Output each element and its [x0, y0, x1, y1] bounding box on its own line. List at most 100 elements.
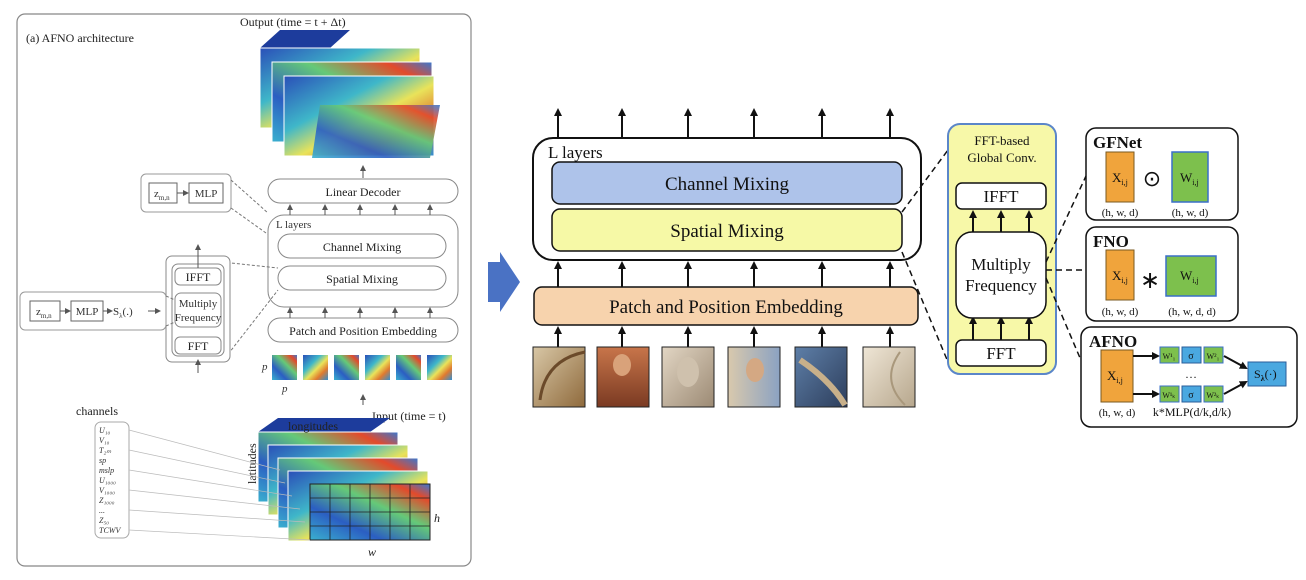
fft-panel-multiply-box: [955, 231, 1047, 319]
fno-title: FNO: [1093, 232, 1129, 251]
channel-item: mslp: [99, 466, 114, 475]
gfnet-w-dims: (h, w, d): [1172, 207, 1209, 219]
w-label: w: [368, 545, 376, 559]
fno-x-label: Xi,j: [1112, 268, 1128, 285]
channel-item: Z₅₀: [99, 516, 109, 525]
fno-w-dims: (h, w, d, d): [1168, 306, 1216, 318]
left-fft-label: FFT: [188, 339, 209, 353]
channel-mixing-label: Channel Mixing: [323, 240, 401, 254]
afno-mlp-label: k*MLP(d/k,d/k): [1153, 405, 1231, 419]
channel-item: TCWV: [99, 526, 121, 535]
h-label: h: [434, 511, 440, 525]
mlp-top-label: MLP: [195, 188, 218, 200]
linear-decoder-label: Linear Decoder: [326, 185, 401, 199]
fft-panel-multiply-label-2: Frequency: [965, 276, 1037, 295]
left-panel: (a) AFNO architecture Output (time = t +…: [16, 13, 472, 567]
gfnet-panel: GFNet Xi,j ⊙ Wi,j (h, w, d) (h, w, d): [1085, 127, 1239, 221]
image-patches: [532, 346, 916, 408]
channels-box: [94, 421, 130, 539]
channel-item: Z₁₀₀₀: [99, 496, 115, 505]
gfnet-operator: ⊙: [1143, 166, 1161, 191]
gfnet-title: GFNet: [1093, 133, 1142, 152]
z-left-label: zm,n: [36, 306, 52, 320]
channel-item: U₁₀: [99, 426, 111, 435]
output-label: Output (time = t + Δt): [240, 15, 346, 29]
main-patch-embedding-box: [533, 286, 919, 326]
main-spatial-mixing-label: Spatial Mixing: [670, 221, 784, 242]
afno-w2-block: [1203, 346, 1224, 364]
afno-sigma-bottom-label: σ: [1188, 390, 1194, 401]
gfnet-x-dims: (h, w, d): [1102, 207, 1139, 219]
afno-x-dims: (h, w, d): [1099, 407, 1136, 419]
afno-sigma-top: [1181, 346, 1202, 364]
output-frame-face: [312, 105, 440, 158]
fno-x-block: [1105, 249, 1135, 301]
afno-w1k-label: W¹ₖ: [1162, 391, 1175, 400]
p-label-side: p: [261, 361, 268, 373]
afno-frame: [1080, 326, 1298, 428]
mid-arrows: [554, 261, 894, 287]
main-patch-embedding-label: Patch and Position Embedding: [609, 297, 843, 318]
afno-dots: …: [1185, 367, 1197, 381]
patch-embedding-box: [267, 317, 459, 343]
input-cube: [257, 418, 431, 542]
longitudes-label: longitudes: [288, 419, 338, 433]
channels-title: channels: [76, 404, 118, 418]
channel-item: U₁₀₀₀: [99, 476, 116, 485]
gfnet-x-label: Xi,j: [1112, 170, 1128, 187]
image-patch-6: [862, 346, 916, 408]
spatial-mixing-box: [277, 265, 447, 291]
output-arrows: [554, 108, 894, 138]
channel-item: sp: [99, 456, 106, 465]
main-channel-mixing-box: [551, 161, 903, 205]
latitudes-label: latitudes: [245, 443, 259, 484]
patch-embedding-label: Patch and Position Embedding: [289, 324, 437, 338]
channel-item: ...: [99, 506, 105, 515]
left-fft-box: [174, 336, 222, 355]
p-label-bottom: p: [281, 383, 288, 395]
left-multiply-label-2: Frequency: [175, 312, 222, 324]
afno-w1k-block: [1159, 385, 1180, 403]
afno-w2k-block: [1203, 385, 1224, 403]
fft-panel-ifft-label: IFFT: [984, 187, 1020, 206]
afno-panel: AFNO Xi,j W¹₁ σ W²₁ … W¹ₖ σ W²ₖ Sλ(·) (h…: [1080, 326, 1298, 428]
fft-panel-ifft-box: [955, 182, 1047, 210]
channel-item: V₁₀: [99, 436, 110, 445]
panel-title: (a) AFNO architecture: [26, 31, 134, 45]
afno-sigma-bottom: [1181, 385, 1202, 403]
main-diagram: L layers Channel Mixing Spatial Mixing P…: [532, 108, 922, 408]
linear-decoder-box: [267, 178, 459, 204]
afno-x-label: Xi,j: [1107, 368, 1123, 385]
fft-panel-multiply-label-1: Multiply: [971, 255, 1031, 274]
afno-w1-label: W¹₁: [1163, 352, 1176, 361]
afno-sigma-top-label: σ: [1188, 351, 1194, 362]
channel-item: T₂ₘ: [99, 446, 111, 455]
fno-panel: FNO Xi,j ∗ Wi,j (h, w, d) (h, w, d, d): [1085, 226, 1239, 322]
output-cube: [259, 30, 440, 158]
input-patches: [272, 355, 452, 380]
afno-s-lambda-block: [1247, 361, 1287, 387]
mlp-left-label: MLP: [76, 306, 99, 318]
gfnet-w-block: [1171, 151, 1209, 203]
fft-panel-title-2: Global Conv.: [967, 150, 1036, 165]
image-patch-1: [532, 346, 586, 408]
fft-panel-title-1: FFT-based: [974, 133, 1030, 148]
spatial-mixing-label: Spatial Mixing: [326, 272, 398, 286]
main-channel-mixing-label: Channel Mixing: [665, 174, 790, 195]
left-ifft-label: IFFT: [186, 270, 211, 284]
fno-operator: ∗: [1140, 268, 1160, 294]
gfnet-w-label: Wi,j: [1180, 170, 1199, 187]
gfnet-x-block: [1105, 151, 1135, 203]
fft-panel: FFT-based Global Conv. IFFT Multiply Fre…: [947, 123, 1057, 375]
channel-item: V₁₀₀₀: [99, 486, 115, 495]
afno-title: AFNO: [1089, 332, 1137, 351]
main-l-layers-label: L layers: [548, 143, 603, 162]
z-top-label: zm,n: [154, 188, 170, 202]
input-arrows: [554, 326, 894, 347]
fno-x-dims: (h, w, d): [1102, 306, 1139, 318]
transition-arrow: [488, 252, 520, 312]
output-cube-top-strip: [260, 30, 350, 48]
fft-panel-fft-label: FFT: [986, 344, 1016, 363]
